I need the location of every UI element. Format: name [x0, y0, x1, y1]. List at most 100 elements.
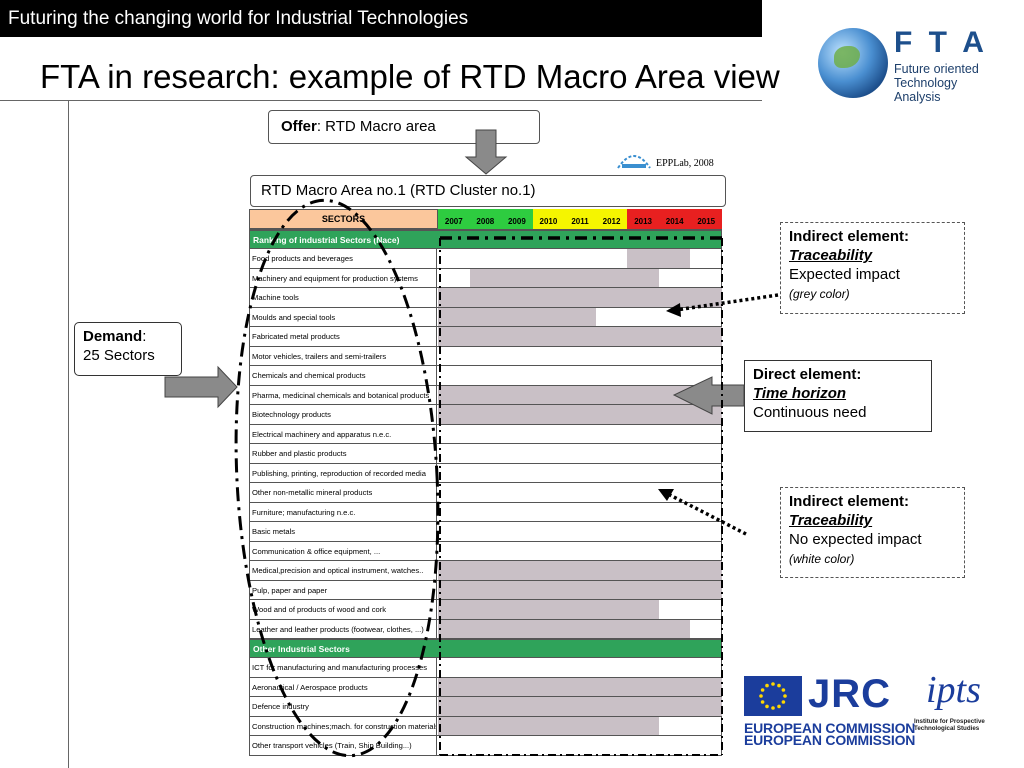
sector-row: Construction machines;mach. for construc…: [249, 716, 722, 736]
impact-bar: [438, 600, 659, 619]
globe-icon: [818, 28, 888, 98]
sector-timeline: [438, 405, 722, 424]
page-title: FTA in research: example of RTD Macro Ar…: [40, 58, 780, 95]
left-divider: [68, 100, 69, 768]
indirect1-text: Expected impact: [789, 266, 900, 283]
indirect2-term: Traceability: [789, 512, 873, 529]
offer-arrow-icon: [464, 129, 508, 175]
sector-row: Rubber and plastic products: [249, 444, 722, 464]
indirect1-pointer-head-icon: [666, 303, 681, 317]
sector-timeline: [438, 424, 722, 443]
year-2011: 2011: [564, 209, 596, 229]
impact-bar: [438, 697, 722, 716]
year-2013: 2013: [627, 209, 659, 229]
demand-label: Demand: [83, 328, 143, 345]
demand-arrow-icon: [164, 365, 238, 409]
direct-element-box: Direct element: Time horizon Continuous …: [744, 360, 932, 432]
sector-timeline: [438, 677, 722, 696]
section-header: Other Industrial Sectors: [249, 639, 722, 658]
sector-timeline: [438, 658, 722, 677]
sector-label: Rubber and plastic products: [249, 444, 437, 463]
year-2007: 2007: [438, 209, 470, 229]
sector-row: Defence industry: [249, 697, 722, 717]
impact-bar: [469, 268, 659, 287]
sector-row: Food products and beverages: [249, 249, 722, 269]
indirect1-title: Indirect element:: [789, 228, 910, 245]
sectors-header: SECTORS: [249, 209, 438, 229]
impact-bar: [438, 307, 596, 326]
impact-bar: [438, 677, 722, 696]
sector-row: Machinery and equipment for production s…: [249, 268, 722, 288]
impact-bar: [438, 716, 659, 735]
sector-row: Chemicals and chemical products: [249, 366, 722, 386]
ec-text-1: EUROPEAN COMMISSION: [744, 720, 916, 736]
impact-bar: [438, 405, 722, 424]
direct-term: Time horizon: [753, 385, 847, 402]
impact-bar: [438, 288, 722, 307]
sector-row: Moulds and special tools: [249, 307, 722, 327]
sector-row: Wood and of products of wood and cork: [249, 600, 722, 620]
year-2010: 2010: [532, 209, 565, 229]
sector-row: Pulp, paper and paper: [249, 580, 722, 600]
sector-label: Fabricated metal products: [249, 327, 437, 346]
header-banner: Futuring the changing world for Industri…: [0, 0, 762, 37]
sector-label: Biotechnology products: [249, 405, 437, 424]
sector-timeline: [438, 366, 722, 385]
sector-label: Electrical machinery and apparatus n.e.c…: [249, 424, 437, 443]
indirect2-pointer-head-icon: [658, 489, 674, 501]
sector-timeline: [438, 385, 722, 404]
year-2014: 2014: [658, 209, 691, 229]
fta-logo: F T A Future oriented Technology Analysi…: [814, 22, 994, 122]
sector-label: Defence industry: [249, 697, 437, 716]
ipts-mark: ipts: [926, 669, 981, 711]
year-2015: 2015: [690, 209, 722, 229]
sector-timeline: [438, 444, 722, 463]
year-2008: 2008: [469, 209, 502, 229]
impact-bar: [438, 561, 722, 580]
impact-bar: [438, 385, 722, 404]
sector-timeline: [438, 307, 722, 326]
sector-row: Medical,precision and optical instrument…: [249, 561, 722, 581]
sector-row: Basic metals: [249, 522, 722, 542]
indirect2-pointer: [667, 492, 747, 536]
indirect1-pointer: [675, 293, 779, 312]
sector-label: Other transport vehicles (Train, Ship Bu…: [249, 736, 437, 755]
sector-label: Other non-metallic mineral products: [249, 483, 437, 502]
demand-box: Demand: 25 Sectors: [74, 322, 182, 376]
indirect1-term: Traceability: [789, 247, 873, 264]
sector-row: Electrical machinery and apparatus n.e.c…: [249, 424, 722, 444]
sector-timeline: [438, 600, 722, 619]
jrc-logo: JRC EUROPEAN COMMISSION EUROPEAN COMMISS…: [744, 672, 915, 748]
sector-label: Chemicals and chemical products: [249, 366, 437, 385]
offer-text: : RTD Macro area: [316, 118, 436, 135]
sector-row: Pharma, medicinal chemicals and botanica…: [249, 385, 722, 405]
sector-label: Wood and of products of wood and cork: [249, 600, 437, 619]
sector-label: Leather and leather products (footwear, …: [249, 619, 437, 638]
demand-text: 25 Sectors: [83, 347, 155, 364]
impact-bar: [438, 580, 722, 599]
fta-logo-letters: F T A: [894, 26, 988, 59]
sector-timeline: [438, 327, 722, 346]
indirect2-text: No expected impact: [789, 531, 922, 548]
epplab-logo-icon: [617, 155, 651, 169]
sector-label: Motor vehicles, trailers and semi-traile…: [249, 346, 437, 365]
direct-text: Continuous need: [753, 404, 867, 421]
sector-row: Motor vehicles, trailers and semi-traile…: [249, 346, 722, 366]
title-divider: [0, 100, 762, 101]
impact-bar: [438, 619, 691, 638]
sector-label: Machinery and equipment for production s…: [249, 268, 437, 287]
sector-timeline: [438, 249, 722, 268]
impact-bar: [438, 327, 722, 346]
sector-timeline: [438, 346, 722, 365]
direct-title: Direct element:: [753, 366, 862, 383]
year-2009: 2009: [501, 209, 533, 229]
offer-label: Offer: [281, 118, 317, 135]
sector-row: Communication & office equipment, ...: [249, 541, 722, 561]
indirect2-note: (white color): [789, 552, 855, 566]
indirect1-note: (grey color): [789, 287, 850, 301]
sector-row: Other non-metallic mineral products: [249, 483, 722, 503]
sector-timeline: [438, 716, 722, 735]
sector-timeline: [438, 580, 722, 599]
